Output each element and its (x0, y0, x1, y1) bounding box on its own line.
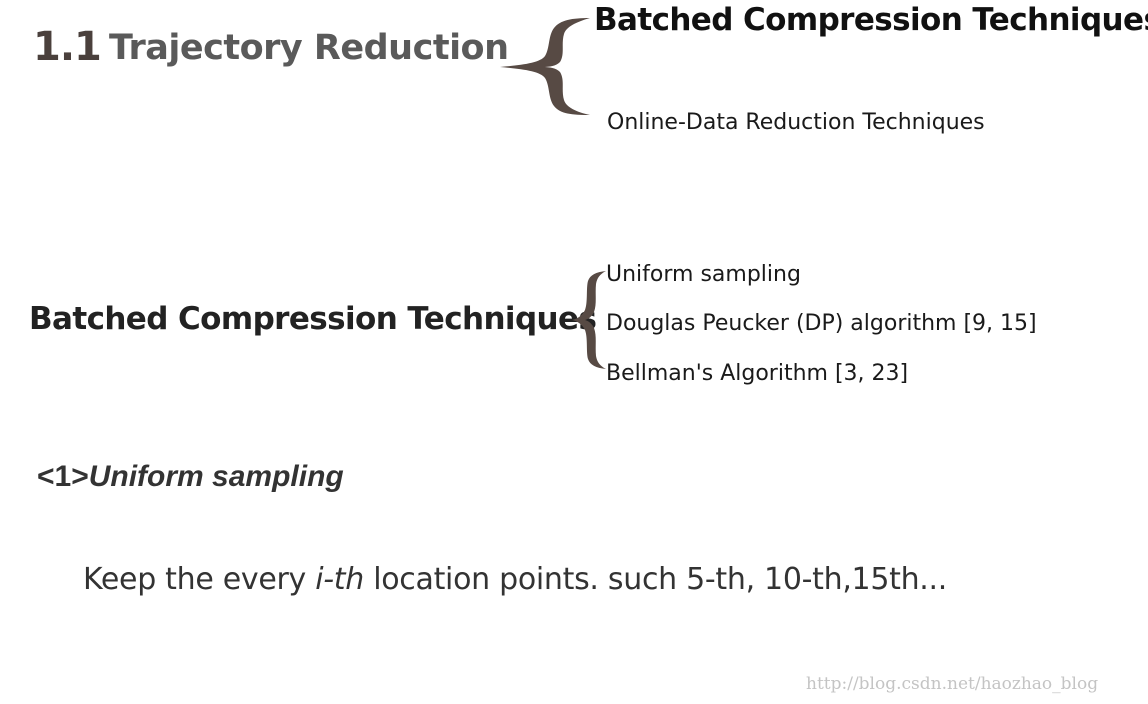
watermark-url: http://blog.csdn.net/haozhao_blog (806, 674, 1099, 694)
subsection-marker: <1> (37, 460, 89, 493)
middle-curly-brace (572, 271, 606, 369)
top-branch-online: Online-Data Reduction Techniques (607, 110, 985, 135)
top-branch-batched: Batched Compression Techniques (594, 2, 1148, 38)
subsection-title: Uniform sampling (88, 460, 344, 493)
batched-techniques-title: Batched Compression Techniques (29, 301, 597, 337)
list-item-douglas-peucker: Douglas Peucker (DP) algorithm [9, 15] (606, 311, 1037, 336)
section-number: 1.1 (33, 24, 102, 70)
list-item-uniform-sampling: Uniform sampling (606, 262, 801, 287)
body-text-after: location points. such 5-th, 10-th,15th..… (363, 562, 948, 597)
body-text-emphasis: i-th (315, 562, 364, 597)
body-paragraph: Keep the every i-th location points. suc… (83, 562, 947, 597)
top-curly-brace (500, 18, 590, 115)
body-text-before: Keep the every (83, 562, 316, 597)
list-item-bellman: Bellman's Algorithm [3, 23] (606, 361, 909, 386)
section-title: Trajectory Reduction (109, 28, 509, 68)
subsection-heading: <1>Uniform sampling (37, 460, 344, 494)
